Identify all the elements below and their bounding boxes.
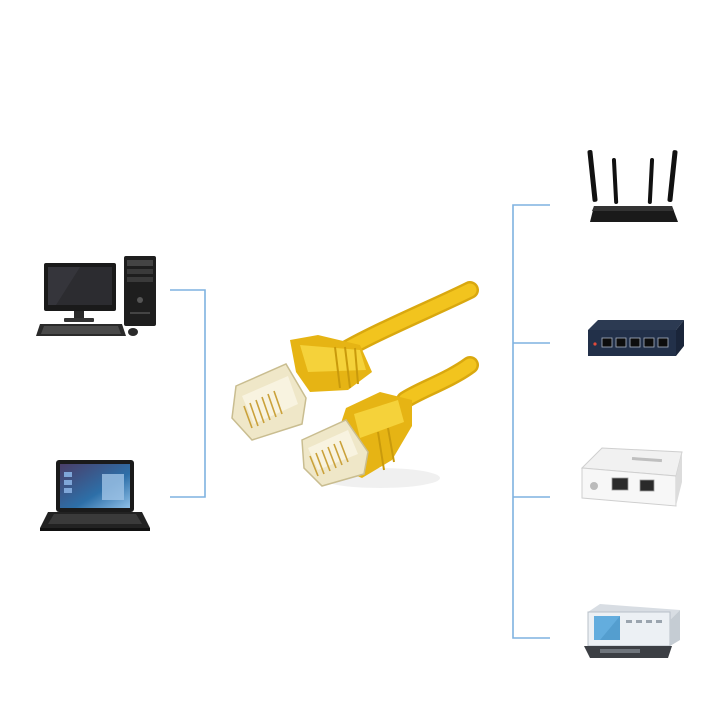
network-switch-icon — [588, 320, 684, 356]
desktop-computer-icon — [36, 256, 156, 336]
wifi-router-icon — [587, 150, 678, 222]
modem-icon — [584, 604, 680, 658]
left-connector-bracket — [170, 289, 206, 498]
right-bracket-spine — [512, 204, 550, 639]
laptop-icon — [40, 460, 150, 531]
wall-jack-box-icon — [580, 447, 683, 507]
right-connector-bracket — [512, 204, 550, 639]
ethernet-cable-icon — [231, 281, 479, 488]
left-bracket-line — [170, 289, 206, 498]
